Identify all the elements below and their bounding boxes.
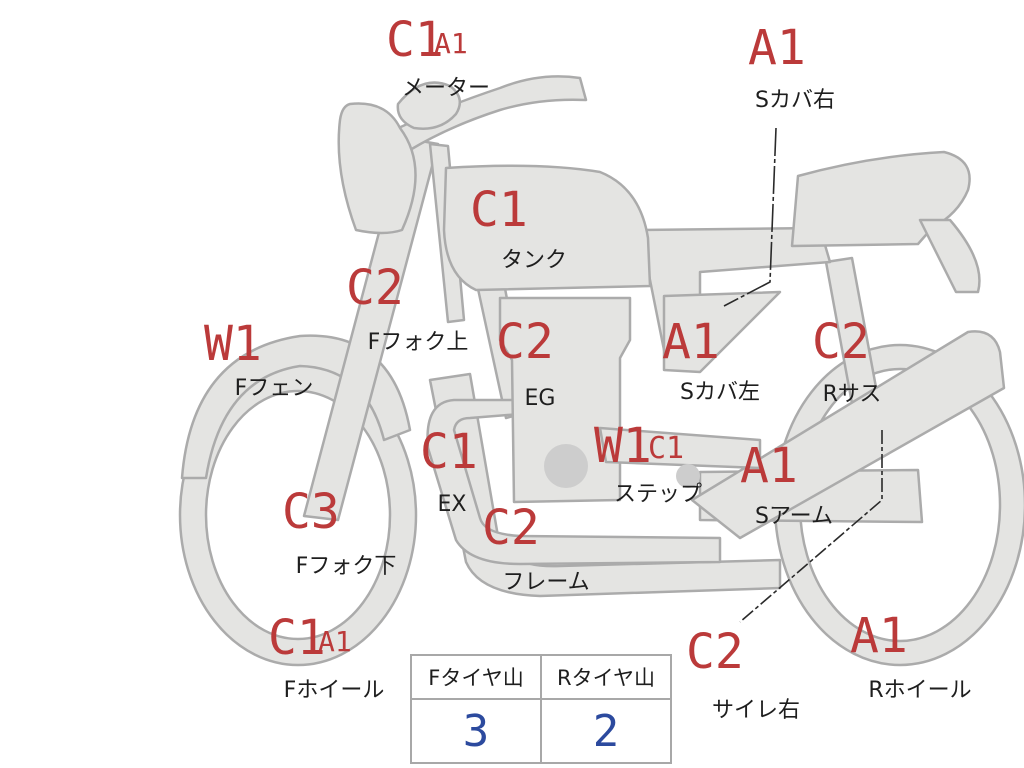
grade-front-wheel-1: C1 bbox=[268, 610, 326, 666]
grade-side-cover-left: A1 bbox=[662, 314, 720, 370]
grade-rear-wheel: A1 bbox=[850, 608, 908, 664]
tyre-value-rear: 2 bbox=[540, 698, 672, 764]
label-frame: フレーム bbox=[502, 570, 590, 595]
engine-shape bbox=[498, 296, 632, 504]
label-step: ステップ bbox=[613, 482, 703, 507]
handlebar-shape bbox=[388, 75, 588, 152]
label-front-wheel: Fホイール bbox=[283, 678, 385, 703]
label-side-cover-left: Sカバ左 bbox=[680, 380, 760, 405]
grade-front-fender: W1 bbox=[204, 316, 262, 372]
side-cover-left-shape bbox=[662, 290, 782, 374]
tyre-table-value-row: 3 2 bbox=[410, 698, 672, 764]
grade-front-fork-lower: C3 bbox=[282, 484, 340, 540]
label-exhaust: EX bbox=[437, 492, 467, 517]
grade-rear-suspension: C2 bbox=[812, 314, 870, 370]
grade-meter-2: A1 bbox=[434, 27, 468, 60]
label-front-fork-lower: Fフォク下 bbox=[295, 554, 397, 579]
label-side-cover-right: Sカバ右 bbox=[755, 88, 835, 113]
tyre-header-front: Fタイヤ山 bbox=[410, 654, 542, 700]
rear-fender-shape bbox=[918, 218, 981, 294]
footpeg-detail bbox=[676, 464, 700, 488]
tyre-table-header-row: Fタイヤ山 Rタイヤ山 bbox=[410, 654, 672, 700]
grade-front-fork-upper: C2 bbox=[346, 260, 404, 316]
grade-side-cover-right: A1 bbox=[748, 20, 806, 76]
grade-frame: C2 bbox=[482, 500, 540, 556]
tyre-tread-table: Fタイヤ山 Rタイヤ山 3 2 bbox=[410, 654, 672, 764]
silencer-shape bbox=[690, 330, 1006, 540]
exhaust-shape bbox=[426, 398, 722, 566]
grade-silencer-right: C2 bbox=[686, 624, 744, 680]
step-shape bbox=[598, 426, 762, 470]
engine-cover-detail bbox=[544, 444, 588, 488]
label-front-fender: Fフェン bbox=[234, 376, 314, 401]
front-fork-shape bbox=[302, 136, 440, 522]
label-silencer-right: サイレ右 bbox=[711, 698, 801, 723]
label-meter: メーター bbox=[401, 76, 491, 101]
rear-wheel-shape bbox=[773, 343, 1024, 667]
grade-tank: C1 bbox=[470, 182, 528, 238]
grade-engine: C2 bbox=[496, 314, 554, 370]
leader-line-side-cover-right bbox=[723, 127, 777, 307]
grade-front-wheel-2: A1 bbox=[318, 625, 352, 658]
label-engine: EG bbox=[524, 386, 556, 411]
grade-step-1: W1 bbox=[594, 418, 652, 474]
label-tank: タンク bbox=[500, 248, 568, 273]
headlight-shape bbox=[337, 102, 417, 235]
label-rear-wheel: Rホイール bbox=[868, 678, 972, 703]
label-front-fork-upper: Fフォク上 bbox=[367, 330, 469, 355]
grade-swing-arm: A1 bbox=[740, 438, 798, 494]
label-rear-suspension: Rサス bbox=[822, 382, 882, 407]
tyre-header-rear: Rタイヤ山 bbox=[540, 654, 672, 700]
label-swing-arm: Sアーム bbox=[755, 504, 833, 529]
tyre-value-front: 3 bbox=[410, 698, 542, 764]
meter-shape bbox=[396, 81, 462, 130]
tank-shape bbox=[442, 164, 652, 292]
grade-meter-1: C1 bbox=[386, 12, 444, 68]
leader-line-silencer-right bbox=[739, 430, 883, 623]
grade-step-2: C1 bbox=[648, 431, 685, 466]
grade-exhaust: C1 bbox=[420, 424, 478, 480]
